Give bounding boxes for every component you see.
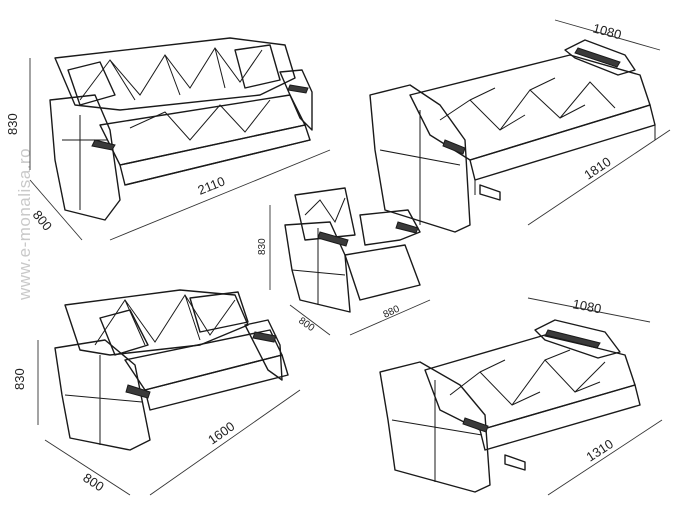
sofa3-bed-depth-label: 1080 — [591, 20, 623, 42]
sofa3-drawing — [49, 37, 313, 221]
sofa2-length-label: 1600 — [205, 419, 237, 448]
sofa3-bed-depth-line — [554, 19, 661, 51]
sofa2-height-label: 830 — [12, 368, 27, 390]
sofa2-bed-depth-label: 1080 — [571, 296, 602, 316]
sofa3-bed-dimensions: 1080 1810 — [527, 19, 671, 226]
sofa3-bed-drawing — [369, 39, 656, 233]
sofa2-dimensions: 830 800 1600 — [12, 340, 301, 496]
sofa2-depth-line — [44, 439, 131, 496]
watermark: www.e-monalisa.ro — [15, 148, 34, 301]
sofa2-bed-drawing — [379, 319, 641, 493]
sofa2-bed-length-label: 1310 — [583, 436, 615, 464]
sofa2-depth-label: 800 — [80, 470, 106, 494]
sofa3-length-line — [109, 149, 331, 241]
armchair-drawing — [284, 187, 421, 313]
sofa2-bed-length-line — [547, 419, 663, 496]
armchair-depth-line — [289, 304, 331, 336]
armchair-height-label: 830 — [257, 238, 268, 255]
sofa3-bed-length-line — [527, 129, 671, 226]
sofa2-drawing — [54, 289, 289, 451]
sofa3-depth-line — [29, 179, 83, 241]
armchair-width-line — [349, 299, 431, 336]
armchair-depth-label: 800 — [296, 315, 316, 334]
sofa2-bed-dimensions: 1080 1310 — [527, 296, 663, 496]
sofa2-bed-depth-line — [527, 297, 651, 323]
armchair-width-label: 880 — [382, 304, 402, 321]
sofa2-length-line — [149, 389, 301, 496]
sofa3-height-label: 830 — [5, 113, 20, 135]
